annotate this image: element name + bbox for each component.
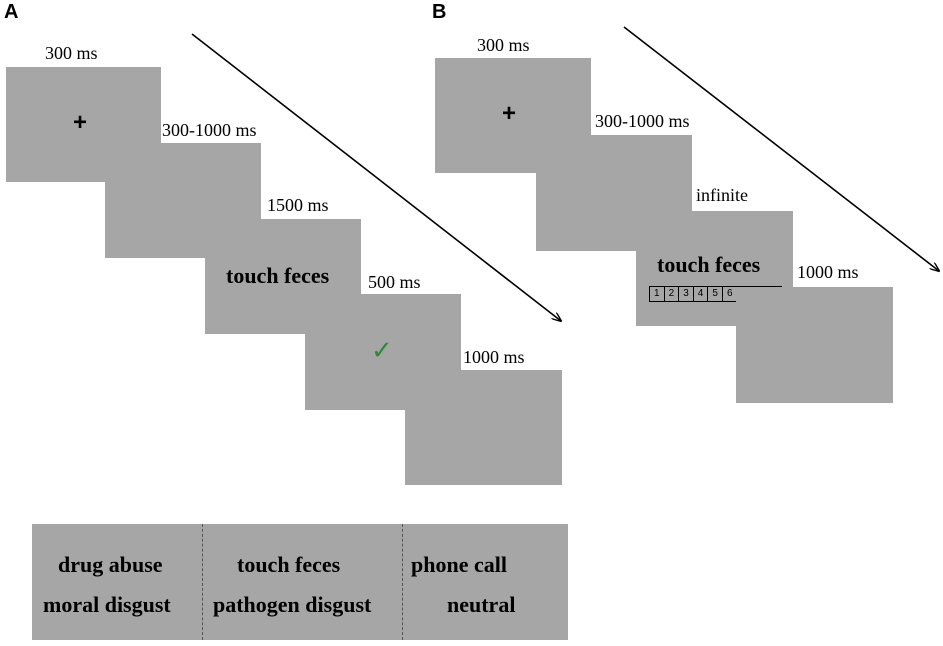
rating-scale-option: 2 bbox=[665, 287, 680, 301]
panel-b-letter: B bbox=[432, 1, 447, 23]
panel-a-duration-4: 500 ms bbox=[368, 272, 421, 292]
panel-b-duration-4: 1000 ms bbox=[797, 262, 859, 282]
category-pathogen-type: pathogen disgust bbox=[213, 592, 372, 617]
rating-scale-option: 4 bbox=[694, 287, 709, 301]
category-neutral-type: neutral bbox=[447, 592, 516, 617]
rating-scale-option: 3 bbox=[679, 287, 694, 301]
category-pathogen-item: touch feces bbox=[237, 552, 341, 577]
panel-a-duration-1: 300 ms bbox=[45, 43, 98, 63]
panel-a-duration-5: 1000 ms bbox=[463, 347, 525, 367]
panel-b-duration-2: 300-1000 ms bbox=[595, 111, 690, 131]
category-moral-type: moral disgust bbox=[43, 592, 171, 617]
fixation-cross: + bbox=[502, 100, 517, 127]
panel-a-screen-end bbox=[405, 370, 562, 485]
panel-a-duration-3: 1500 ms bbox=[267, 195, 329, 215]
rating-scale-option: 5 bbox=[708, 287, 723, 301]
category-strip: drug abuse moral disgust touch feces pat… bbox=[32, 524, 568, 640]
panel-a-stimulus-text: touch feces bbox=[226, 263, 330, 288]
panel-b-duration-3: infinite bbox=[696, 185, 748, 205]
panel-a-letter: A bbox=[4, 1, 19, 23]
category-divider bbox=[402, 524, 403, 640]
panel-b-duration-1: 300 ms bbox=[477, 35, 530, 55]
fixation-cross: + bbox=[73, 109, 88, 136]
panel-a-time-arrow bbox=[191, 33, 561, 321]
checkmark-icon: ✓ bbox=[371, 336, 393, 366]
category-divider bbox=[202, 524, 203, 640]
panel-b-screen-end bbox=[736, 287, 893, 403]
category-neutral-item: phone call bbox=[411, 552, 507, 577]
panel-a-duration-2: 300-1000 ms bbox=[162, 120, 257, 140]
panel-b-stimulus-text: touch feces bbox=[657, 252, 761, 277]
category-moral-item: drug abuse bbox=[58, 552, 163, 577]
rating-scale-option: 1 bbox=[650, 287, 665, 301]
panel-b-time-arrow bbox=[623, 26, 939, 271]
